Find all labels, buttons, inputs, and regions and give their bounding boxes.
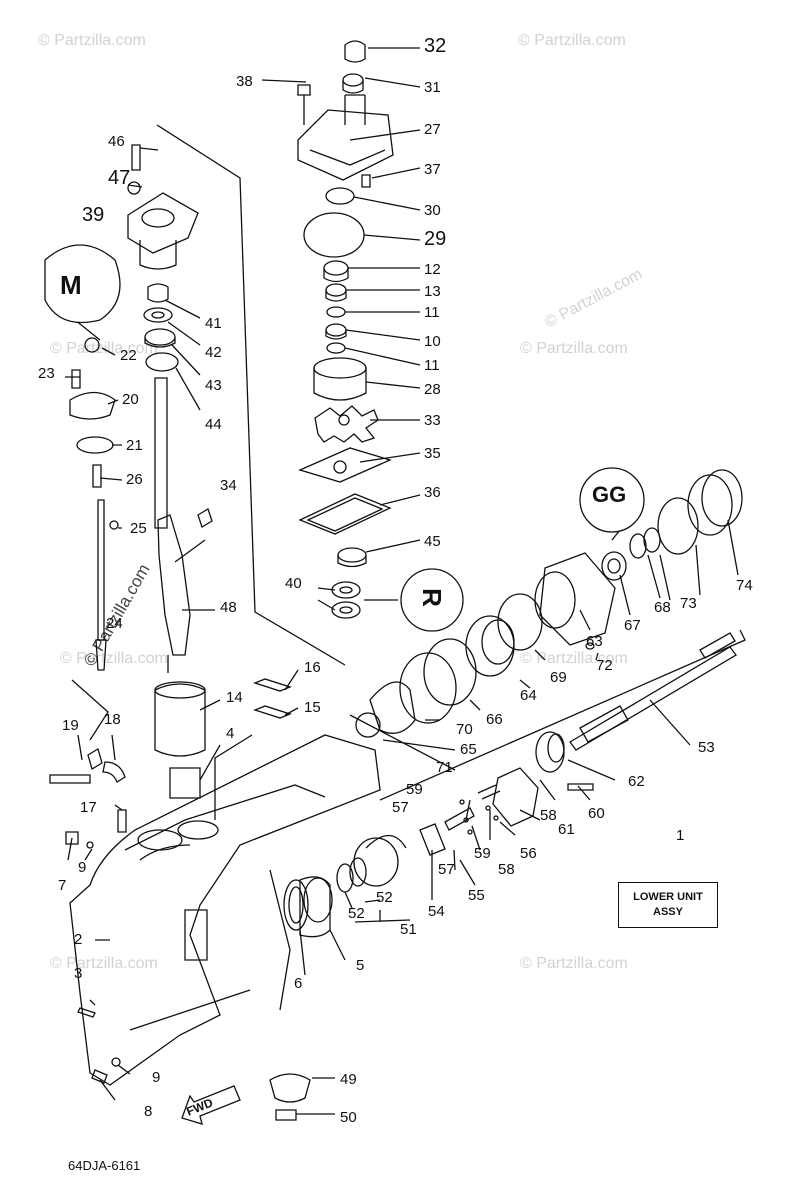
callout-m-bubble xyxy=(44,244,121,324)
part-label-50[interactable]: 50 xyxy=(340,1109,357,1126)
lower-unit-assy-label: LOWER UNIT ASSY xyxy=(618,882,718,928)
part-label-7[interactable]: 7 xyxy=(58,877,67,894)
part-label-55[interactable]: 55 xyxy=(468,887,485,904)
part-label-56[interactable]: 56 xyxy=(520,845,537,862)
watermark: © Partzilla.com xyxy=(60,650,168,667)
part-label-54[interactable]: 54 xyxy=(428,903,445,920)
part-label-44[interactable]: 44 xyxy=(205,416,222,433)
part-label-30[interactable]: 30 xyxy=(424,202,441,219)
part-label-37[interactable]: 37 xyxy=(424,161,441,178)
diagram-code: 64DJA-6161 xyxy=(68,1158,141,1173)
part-label-73[interactable]: 73 xyxy=(680,595,697,612)
part-label-65[interactable]: 65 xyxy=(460,741,477,758)
part-label-42[interactable]: 42 xyxy=(205,344,222,361)
callout-gg-bubble xyxy=(579,467,645,533)
part-label-14[interactable]: 14 xyxy=(226,689,243,706)
callout-m-letter: M xyxy=(60,270,82,300)
part-label-31[interactable]: 31 xyxy=(424,79,441,96)
part-label-69[interactable]: 69 xyxy=(550,669,567,686)
watermark: © Partzilla.com xyxy=(518,32,626,49)
part-label-52b[interactable]: 52 xyxy=(348,905,365,922)
part-label-61[interactable]: 61 xyxy=(558,821,575,838)
part-label-20[interactable]: 20 xyxy=(122,391,139,408)
part-label-64[interactable]: 64 xyxy=(520,687,537,704)
part-label-23[interactable]: 23 xyxy=(38,365,55,382)
part-label-72[interactable]: 72 xyxy=(596,657,613,674)
lower-unit-line1: LOWER UNIT xyxy=(633,891,703,903)
watermark: © Partzilla.com xyxy=(520,650,628,667)
part-label-1[interactable]: 1 xyxy=(676,827,685,844)
part-label-62[interactable]: 62 xyxy=(628,773,645,790)
part-label-15[interactable]: 15 xyxy=(304,699,321,716)
part-label-47[interactable]: 47 xyxy=(108,167,131,189)
part-label-57a[interactable]: 57 xyxy=(392,799,409,816)
part-label-39[interactable]: 39 xyxy=(82,204,105,226)
part-label-40[interactable]: 40 xyxy=(285,575,302,592)
part-label-59b[interactable]: 59 xyxy=(474,845,491,862)
part-label-9b[interactable]: 9 xyxy=(152,1069,161,1086)
part-label-3[interactable]: 3 xyxy=(74,965,83,982)
part-label-27[interactable]: 27 xyxy=(424,121,441,138)
watermark: © Partzilla.com xyxy=(520,955,628,972)
part-label-4[interactable]: 4 xyxy=(226,725,235,742)
part-label-25[interactable]: 25 xyxy=(130,520,147,537)
part-label-67[interactable]: 67 xyxy=(624,617,641,634)
part-label-45[interactable]: 45 xyxy=(424,533,441,550)
part-label-12[interactable]: 12 xyxy=(424,261,441,278)
part-label-32[interactable]: 32 xyxy=(424,35,447,57)
part-label-11a[interactable]: 11 xyxy=(424,304,440,321)
part-label-66[interactable]: 66 xyxy=(486,711,503,728)
part-label-60[interactable]: 60 xyxy=(588,805,605,822)
callout-gg-letter: GG xyxy=(592,482,627,507)
part-label-21[interactable]: 21 xyxy=(126,437,143,454)
part-label-41[interactable]: 41 xyxy=(205,315,222,332)
part-label-29[interactable]: 29 xyxy=(424,228,447,250)
part-label-33[interactable]: 33 xyxy=(424,412,441,429)
part-label-63[interactable]: 63 xyxy=(586,633,603,650)
part-label-74[interactable]: 74 xyxy=(736,577,753,594)
part-label-5[interactable]: 5 xyxy=(356,957,365,974)
watermark: © Partzilla.com xyxy=(38,32,146,49)
part-label-58a[interactable]: 58 xyxy=(540,807,557,824)
part-label-38[interactable]: 38 xyxy=(236,73,253,90)
part-label-17[interactable]: 17 xyxy=(80,799,97,816)
part-label-2[interactable]: 2 xyxy=(74,931,83,948)
part-label-57b[interactable]: 57 xyxy=(438,861,455,878)
part-label-10[interactable]: 10 xyxy=(424,333,441,350)
part-label-18[interactable]: 18 xyxy=(104,711,121,728)
part-label-46[interactable]: 46 xyxy=(108,133,125,150)
part-label-53[interactable]: 53 xyxy=(698,739,715,756)
part-label-19[interactable]: 19 xyxy=(62,717,79,734)
callout-r-bubble xyxy=(400,568,464,632)
part-label-6[interactable]: 6 xyxy=(294,975,303,992)
part-label-52a[interactable]: 52 xyxy=(376,889,393,906)
part-label-35[interactable]: 35 xyxy=(424,445,441,462)
part-label-58b[interactable]: 58 xyxy=(498,861,515,878)
part-label-24[interactable]: 24 xyxy=(106,615,123,632)
part-label-8[interactable]: 8 xyxy=(144,1103,153,1120)
part-label-51[interactable]: 51 xyxy=(400,921,417,938)
part-label-48[interactable]: 48 xyxy=(220,599,237,616)
watermark: © Partzilla.com xyxy=(520,340,628,357)
part-label-70[interactable]: 70 xyxy=(456,721,473,738)
part-label-68[interactable]: 68 xyxy=(654,599,671,616)
part-label-36[interactable]: 36 xyxy=(424,484,441,501)
part-label-11b[interactable]: 11 xyxy=(424,357,440,374)
part-label-34[interactable]: 34 xyxy=(220,477,237,494)
part-label-49[interactable]: 49 xyxy=(340,1071,357,1088)
part-label-22[interactable]: 22 xyxy=(120,347,137,364)
part-label-13[interactable]: 13 xyxy=(424,283,441,300)
part-label-59a[interactable]: 59 xyxy=(406,781,423,798)
part-label-43[interactable]: 43 xyxy=(205,377,222,394)
part-label-16[interactable]: 16 xyxy=(304,659,321,676)
part-label-9a[interactable]: 9 xyxy=(78,859,87,876)
part-label-71[interactable]: 71 xyxy=(436,759,453,776)
part-label-26[interactable]: 26 xyxy=(126,471,143,488)
lower-unit-line2: ASSY xyxy=(653,906,683,918)
part-label-28[interactable]: 28 xyxy=(424,381,441,398)
